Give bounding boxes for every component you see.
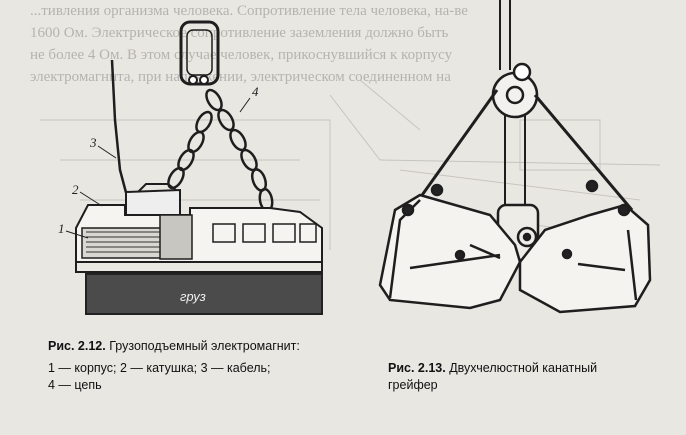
label-2: 2 xyxy=(72,182,79,197)
head-block xyxy=(491,71,539,119)
cable xyxy=(110,59,139,207)
figure-2-13-caption: Рис. 2.13. Двухчелюстной канатный xyxy=(388,360,597,377)
caption-2-prefix: Рис. 2.13. xyxy=(388,361,446,375)
lifting-ring xyxy=(179,20,220,86)
caption-1-title: Грузоподъемный электромагнит: xyxy=(109,339,300,353)
grab-drawing xyxy=(378,0,652,314)
electromagnet-drawing xyxy=(75,20,323,315)
left-jaw xyxy=(378,193,522,310)
label-1: 1 xyxy=(58,221,65,236)
caption-2-title-line-1: Двухчелюстной канатный xyxy=(449,361,598,375)
figure-2-12-caption: Рис. 2.12. Грузоподъемный электромагнит: xyxy=(48,338,300,355)
bleed-line-2: 1600 Ом. Электрическое сопротивление заз… xyxy=(30,25,449,41)
bleed-line-3: не более 4 Ом. В этом случае человек, пр… xyxy=(30,47,453,63)
caption-1-prefix: Рис. 2.12. xyxy=(48,339,106,353)
bleed-through-text: ...тивления организма человека. Сопротив… xyxy=(30,0,660,88)
load-block xyxy=(85,273,323,315)
label-4: 4 xyxy=(252,84,259,99)
bleed-line-1: ...тивления организма человека. Сопротив… xyxy=(30,3,468,19)
ropes xyxy=(499,0,511,70)
right-jaw xyxy=(518,203,652,314)
figure-2-13-caption-line-2: грейфер xyxy=(388,378,438,392)
chain xyxy=(167,88,274,213)
bleed-line-4: электромагнита, при напряжении, электрич… xyxy=(30,69,451,85)
load-label: груз xyxy=(180,289,206,304)
figure-2-12-legend-line-2: 4 — цепь xyxy=(48,378,102,392)
label-3: 3 xyxy=(90,135,97,150)
figure-2-12-legend-line-1: 1 — корпус; 2 — катушка; 3 — кабель; xyxy=(48,361,271,375)
